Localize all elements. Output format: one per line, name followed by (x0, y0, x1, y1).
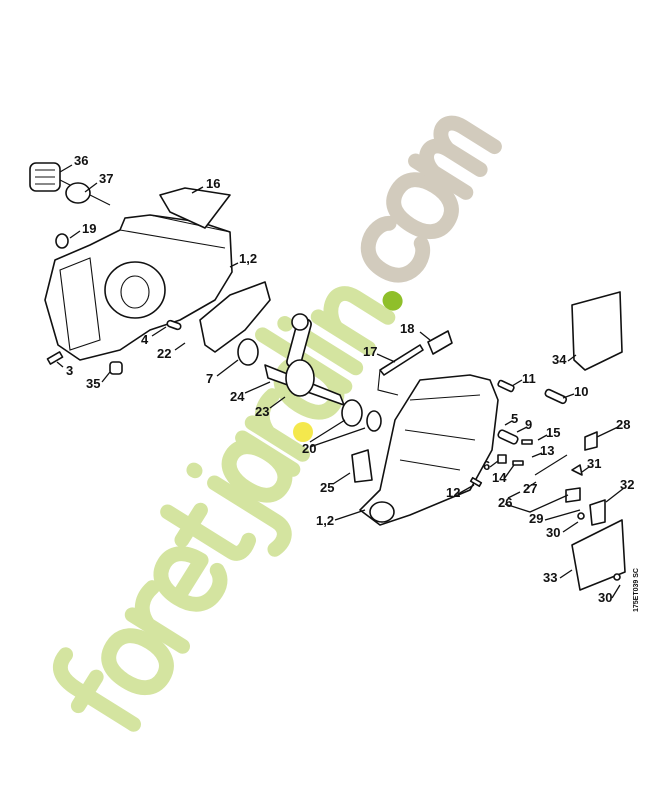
label-6: 6 (483, 458, 490, 473)
label-11: 11 (522, 371, 536, 386)
label-12: 12 (446, 485, 460, 500)
label-24: 24 (230, 389, 245, 404)
label-16: 16 (206, 176, 220, 191)
watermark-glyph (160, 502, 257, 561)
label-26: 26 (498, 495, 512, 510)
label-37: 37 (99, 171, 113, 186)
watermark-glyph (186, 462, 292, 557)
label-35: 35 (86, 376, 100, 391)
bearing-20 (341, 399, 363, 427)
o-ring-37 (65, 182, 91, 204)
label-28: 28 (616, 417, 630, 432)
label-33: 33 (543, 570, 557, 585)
highlight-marker[interactable] (293, 422, 313, 442)
watermark-glyph (221, 430, 301, 503)
label-27: 27 (523, 481, 537, 496)
oil-pump-36 (29, 162, 111, 206)
seal (366, 410, 382, 432)
watermark-glyph (386, 172, 459, 240)
crankcase-right (359, 374, 499, 526)
plate-33 (571, 519, 626, 591)
watermark (53, 115, 502, 732)
label-15: 15 (546, 425, 560, 440)
label-13: 13 (540, 443, 554, 458)
label-3: 3 (66, 363, 73, 378)
screw-3 (46, 351, 64, 365)
label-5: 5 (511, 411, 518, 426)
label-31: 31 (587, 456, 601, 471)
label-18: 18 (400, 321, 414, 336)
watermark-dot-glyph (382, 290, 403, 311)
label-9: 9 (525, 417, 532, 432)
callout-labels: 36 37 16 19 1,2 4 22 3 7 35 24 23 18 17 … (66, 153, 640, 612)
label-1-2: 1,2 (239, 251, 257, 266)
label-10: 10 (574, 384, 588, 399)
seal-19 (55, 233, 69, 249)
watermark-glyph (153, 546, 228, 612)
watermark-glyph (124, 580, 191, 654)
label-14: 14 (492, 470, 507, 485)
small-parts (469, 379, 606, 526)
cover-16 (159, 187, 231, 229)
label-30-bottom: 30 (598, 590, 612, 605)
crankcase-left (44, 214, 233, 361)
label-30: 30 (546, 525, 560, 540)
drawing-code: 175ET039 SC (633, 568, 640, 612)
label-36: 36 (74, 153, 88, 168)
label-25: 25 (320, 480, 334, 495)
label-7: 7 (206, 371, 213, 386)
leader-lines (56, 164, 625, 599)
plate-34 (571, 291, 623, 371)
label-34: 34 (552, 352, 567, 367)
watermark-glyph (244, 388, 311, 462)
watermark-glyph (408, 115, 502, 200)
label-29: 29 (529, 511, 543, 526)
watermark-glyph (360, 215, 430, 283)
watermark-glyph (310, 286, 396, 356)
gasket (199, 281, 271, 353)
label-23: 23 (255, 404, 269, 419)
plug-35 (109, 361, 123, 375)
watermark-glyph (277, 316, 364, 376)
label-19: 19 (82, 221, 96, 236)
label-1-2-bottom: 1,2 (316, 513, 334, 528)
bracket-25 (351, 449, 373, 483)
watermark-glyph (101, 628, 174, 696)
label-4: 4 (141, 332, 149, 347)
crankshaft-23 (264, 313, 345, 406)
label-22: 22 (157, 346, 171, 361)
label-32: 32 (620, 477, 634, 492)
pin-4 (166, 319, 182, 331)
label-20: 20 (302, 441, 316, 456)
screw-30 (613, 573, 621, 581)
label-17: 17 (363, 344, 377, 359)
oil-pickup-17-18 (377, 330, 453, 396)
watermark-glyph (53, 647, 142, 732)
bearing-7 (237, 338, 259, 366)
